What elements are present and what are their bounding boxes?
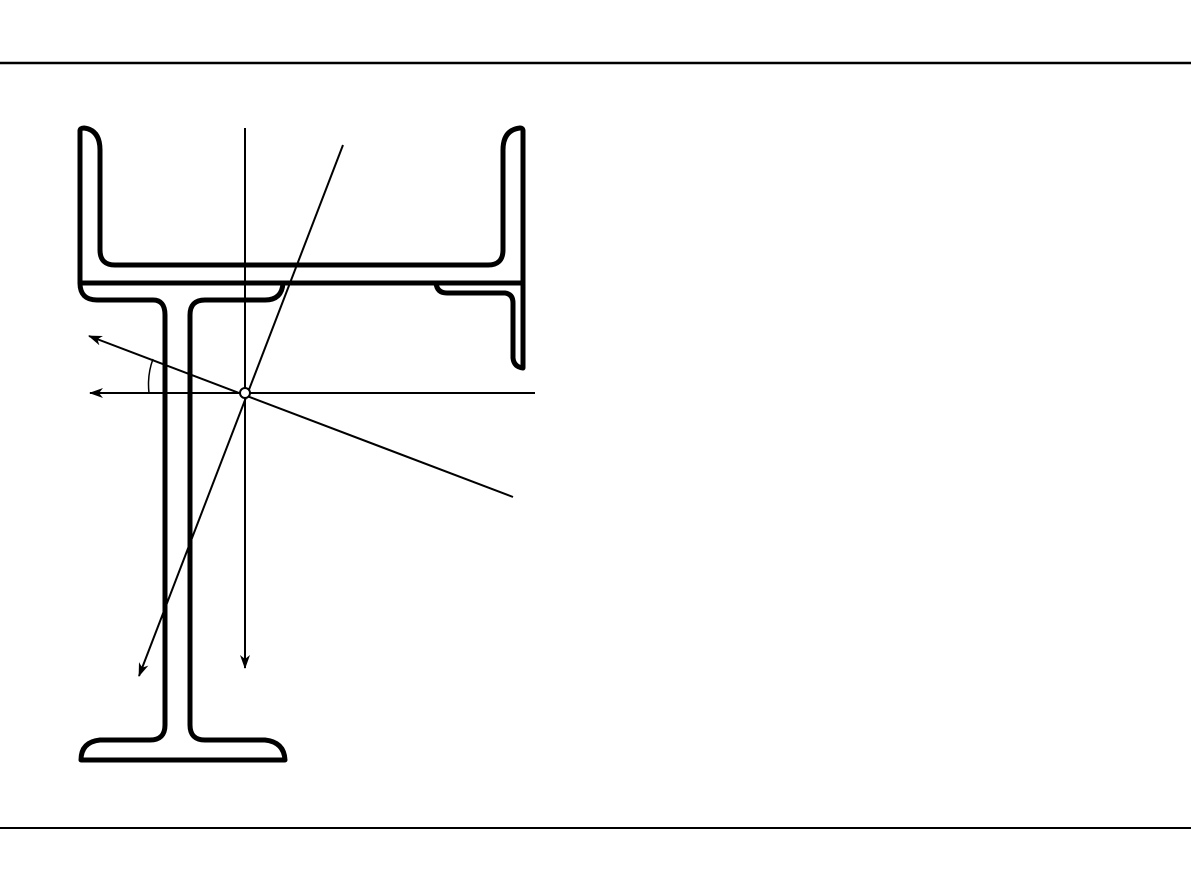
- channel-section: [77, 125, 526, 286]
- tee-section: [77, 282, 288, 763]
- centroid-point: [239, 387, 251, 399]
- principal-axis-arrow: [88, 335, 514, 498]
- angle-section: [433, 282, 526, 371]
- inclined-axis-arrow: [138, 144, 344, 677]
- angle-arc: [147, 358, 154, 394]
